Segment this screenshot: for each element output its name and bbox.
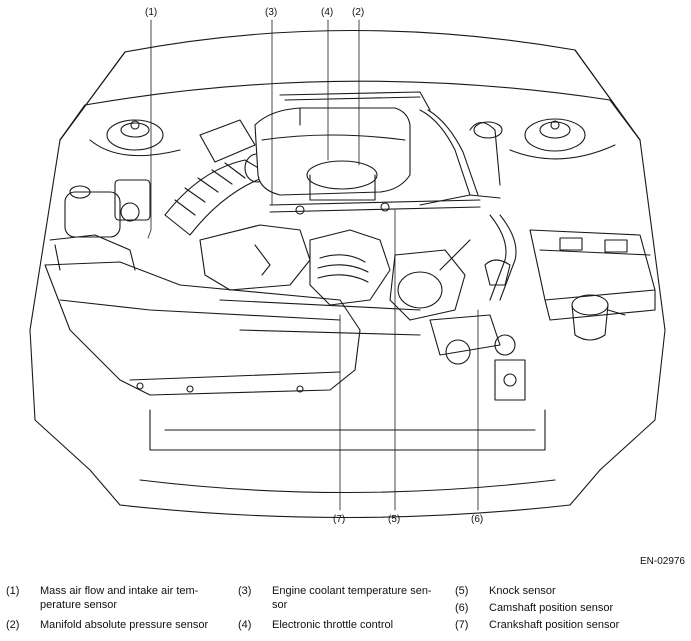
fuel-rail <box>269 194 501 215</box>
legend-text: Camshaft position sensor <box>489 602 614 614</box>
left-strut-tower <box>89 119 181 157</box>
leader-lines <box>147 19 479 511</box>
oil-filler-area <box>429 259 526 401</box>
battery <box>529 229 656 321</box>
legend-text: Crankshaft position sensor <box>489 619 620 631</box>
callout-7: (7) <box>333 514 346 525</box>
legend-item-4: (4) Electronic throttle control <box>238 618 453 634</box>
callout-1: (1) <box>145 7 158 18</box>
legend-text: Knock sensor <box>489 585 556 597</box>
legend-number: (4) <box>238 619 252 631</box>
callout-6: (6) <box>471 514 484 525</box>
engine-block <box>199 224 466 336</box>
callout-5: (5) <box>388 514 401 525</box>
intake-duct <box>164 119 271 236</box>
callout-3: (3) <box>265 7 278 18</box>
hoses <box>419 109 517 301</box>
legend-text: Manifold absolute pressure sensor <box>40 619 209 631</box>
legend-item-2: (2) Manifold absolute pressure sensor <box>6 618 241 634</box>
air-cleaner-box <box>44 234 361 396</box>
legend-text: Engine coolant temperature sen- sor <box>272 585 432 611</box>
callout-4: (4) <box>321 7 334 18</box>
legend-number: (6) <box>455 602 469 614</box>
intake-manifold <box>254 91 431 201</box>
right-strut-tower <box>509 118 616 160</box>
callout-2: (2) <box>352 7 365 18</box>
legend-item-7: (7) Crankshaft position sensor <box>455 618 685 634</box>
reservoir-tank <box>64 179 151 238</box>
legend-number: (2) <box>6 619 20 631</box>
hood-outline <box>29 29 666 519</box>
legend-item-1: (1) Mass air flow and intake air tem- pe… <box>6 584 241 614</box>
legend-number: (3) <box>238 585 252 597</box>
legend-text: Electronic throttle control <box>272 619 394 631</box>
legend-number: (7) <box>455 619 469 631</box>
legend-item-6: (6) Camshaft position sensor <box>455 601 685 617</box>
legend-number: (5) <box>455 585 469 597</box>
legend-item-5: (5) Knock sensor <box>455 584 685 600</box>
figure-code: EN-02976 <box>639 556 685 567</box>
brake-reservoir <box>571 294 626 341</box>
legend-item-3: (3) Engine coolant temperature sen- sor <box>238 584 453 614</box>
legend-number: (1) <box>6 585 20 597</box>
legend-text: Mass air flow and intake air tem- peratu… <box>40 585 199 611</box>
engine-bay-diagram <box>29 19 666 519</box>
